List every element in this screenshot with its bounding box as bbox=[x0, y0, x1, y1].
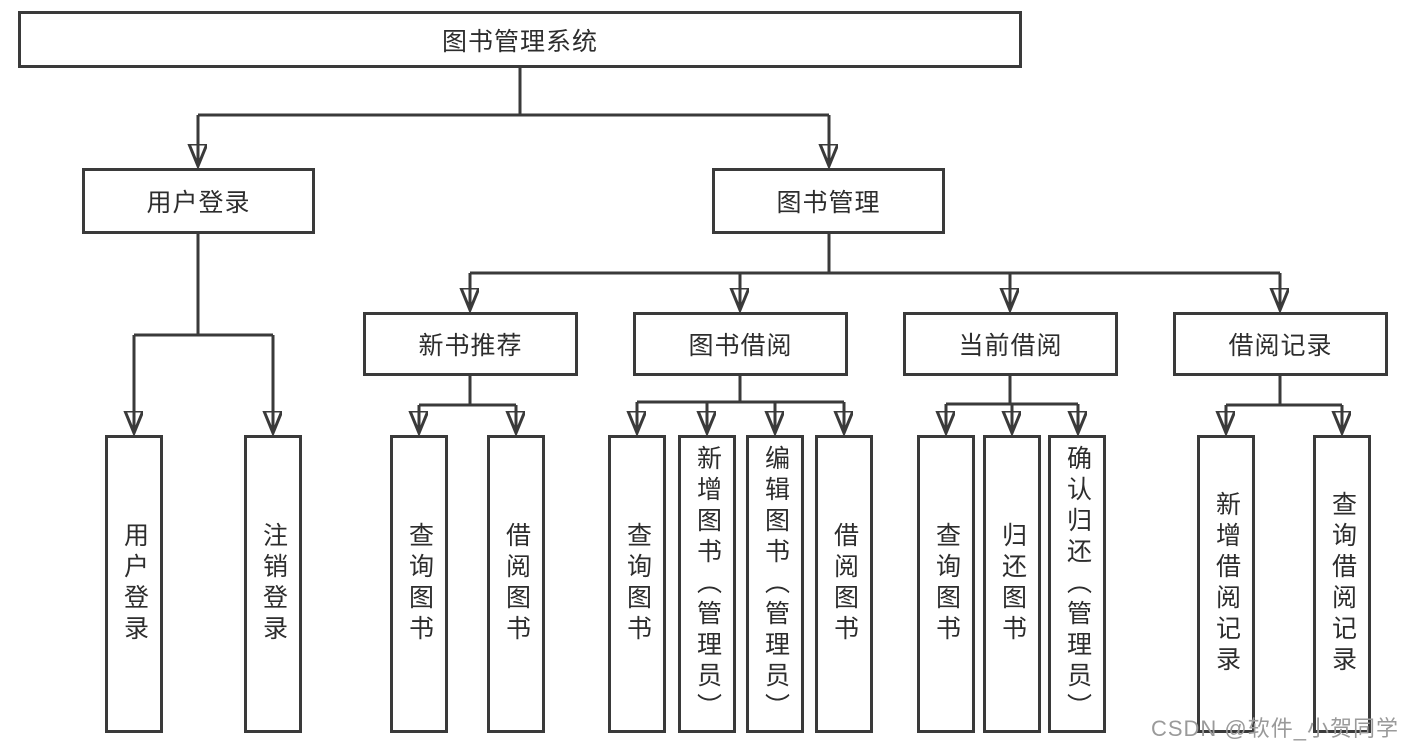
leaf-current-confirm-return-admin: 确认归还（管理员） bbox=[1048, 435, 1106, 733]
leaf-recommend-borrow-books: 借阅图书 bbox=[487, 435, 545, 733]
node-book-management-system: 图书管理系统 bbox=[18, 11, 1022, 68]
leaf-records-query-record: 查询借阅记录 bbox=[1313, 435, 1371, 733]
node-new-book-recommend: 新书推荐 bbox=[363, 312, 578, 376]
leaf-borrow-edit-books-admin: 编辑图书（管理员） bbox=[746, 435, 804, 733]
leaf-borrow-borrow-books: 借阅图书 bbox=[815, 435, 873, 733]
leaf-borrow-add-books-admin: 新增图书（管理员） bbox=[678, 435, 736, 733]
node-borrow-records: 借阅记录 bbox=[1173, 312, 1388, 376]
leaf-borrow-query-books: 查询图书 bbox=[608, 435, 666, 733]
leaf-current-query-books: 查询图书 bbox=[917, 435, 975, 733]
csdn-watermark: CSDN @软件_小贺同学 bbox=[1150, 716, 1399, 741]
node-book-management: 图书管理 bbox=[712, 168, 945, 234]
leaf-logout-login: 注销登录 bbox=[244, 435, 302, 733]
leaf-user-login: 用户登录 bbox=[105, 435, 163, 733]
node-user-login: 用户登录 bbox=[82, 168, 315, 234]
leaf-current-return-books: 归还图书 bbox=[983, 435, 1041, 733]
node-current-borrow: 当前借阅 bbox=[903, 312, 1118, 376]
leaf-records-add-record: 新增借阅记录 bbox=[1197, 435, 1255, 733]
node-book-borrow: 图书借阅 bbox=[633, 312, 848, 376]
leaf-recommend-query-books: 查询图书 bbox=[390, 435, 448, 733]
